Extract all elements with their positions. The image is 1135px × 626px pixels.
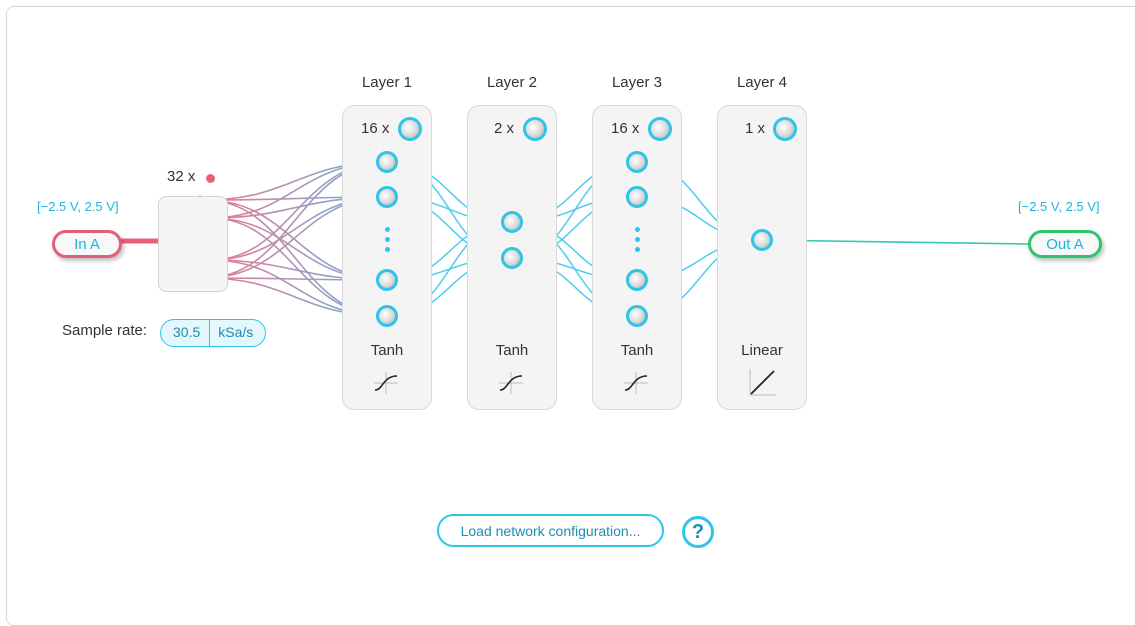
layer-1-neuron (376, 151, 398, 173)
layer-3-activation: Tanh (620, 342, 654, 359)
layer-2-size-control[interactable] (523, 117, 547, 141)
mux-count-label: 32 x (167, 168, 196, 185)
layer-4-neuron (751, 229, 773, 251)
load-network-configuration-button[interactable]: Load network configuration... (437, 514, 664, 547)
layer-3-ellipsis (635, 227, 641, 257)
layer-4-activation: Linear (741, 342, 783, 359)
input-range-label: [−2.5 V, 2.5 V] (37, 199, 119, 214)
layer-3-neuron (626, 269, 648, 291)
layer-1-count: 16 x (361, 120, 390, 137)
layer-1-neuron (376, 305, 398, 327)
linear-icon (749, 369, 776, 396)
output-a-button[interactable]: Out A (1028, 230, 1102, 258)
layer-2-neuron (501, 247, 523, 269)
layer-1-size-control[interactable] (398, 117, 422, 141)
layer-3-neuron (626, 151, 648, 173)
layer-4-title: Layer 4 (736, 74, 788, 91)
output-range-label: [−2.5 V, 2.5 V] (1018, 199, 1100, 214)
layer-3-size-control[interactable] (648, 117, 672, 141)
sample-rate-unit: kSa/s (218, 324, 254, 340)
layer-3-neuron (626, 186, 648, 208)
layer-1-title: Layer 1 (361, 74, 413, 91)
layer-4-size-control[interactable] (773, 117, 797, 141)
sample-rate-label: Sample rate: (62, 322, 148, 339)
sample-rate-field[interactable]: 30.5 kSa/s (160, 319, 267, 347)
tanh-icon (499, 372, 523, 394)
tanh-icon (624, 372, 648, 394)
layer-3-title: Layer 3 (611, 74, 663, 91)
sample-rate-value[interactable]: 30.5 (161, 320, 211, 346)
layer-2-count: 2 x (494, 120, 515, 137)
layer-3-count: 16 x (611, 120, 640, 137)
layer-1-activation: Tanh (370, 342, 404, 359)
layer-1-neuron (376, 186, 398, 208)
layer-2-neuron (501, 211, 523, 233)
input-multiplexer[interactable] (158, 196, 228, 292)
layer-4-panel[interactable] (717, 105, 807, 410)
layer-3-neuron (626, 305, 648, 327)
mux-indicator (206, 174, 215, 183)
layer-2-activation: Tanh (495, 342, 529, 359)
layer-1-neuron (376, 269, 398, 291)
layer-4-count: 1 x (745, 120, 766, 137)
layer-2-title: Layer 2 (486, 74, 538, 91)
tanh-icon (374, 372, 398, 394)
layer-1-ellipsis (385, 227, 391, 257)
help-button[interactable]: ? (682, 516, 714, 548)
input-a-button[interactable]: In A (52, 230, 122, 258)
